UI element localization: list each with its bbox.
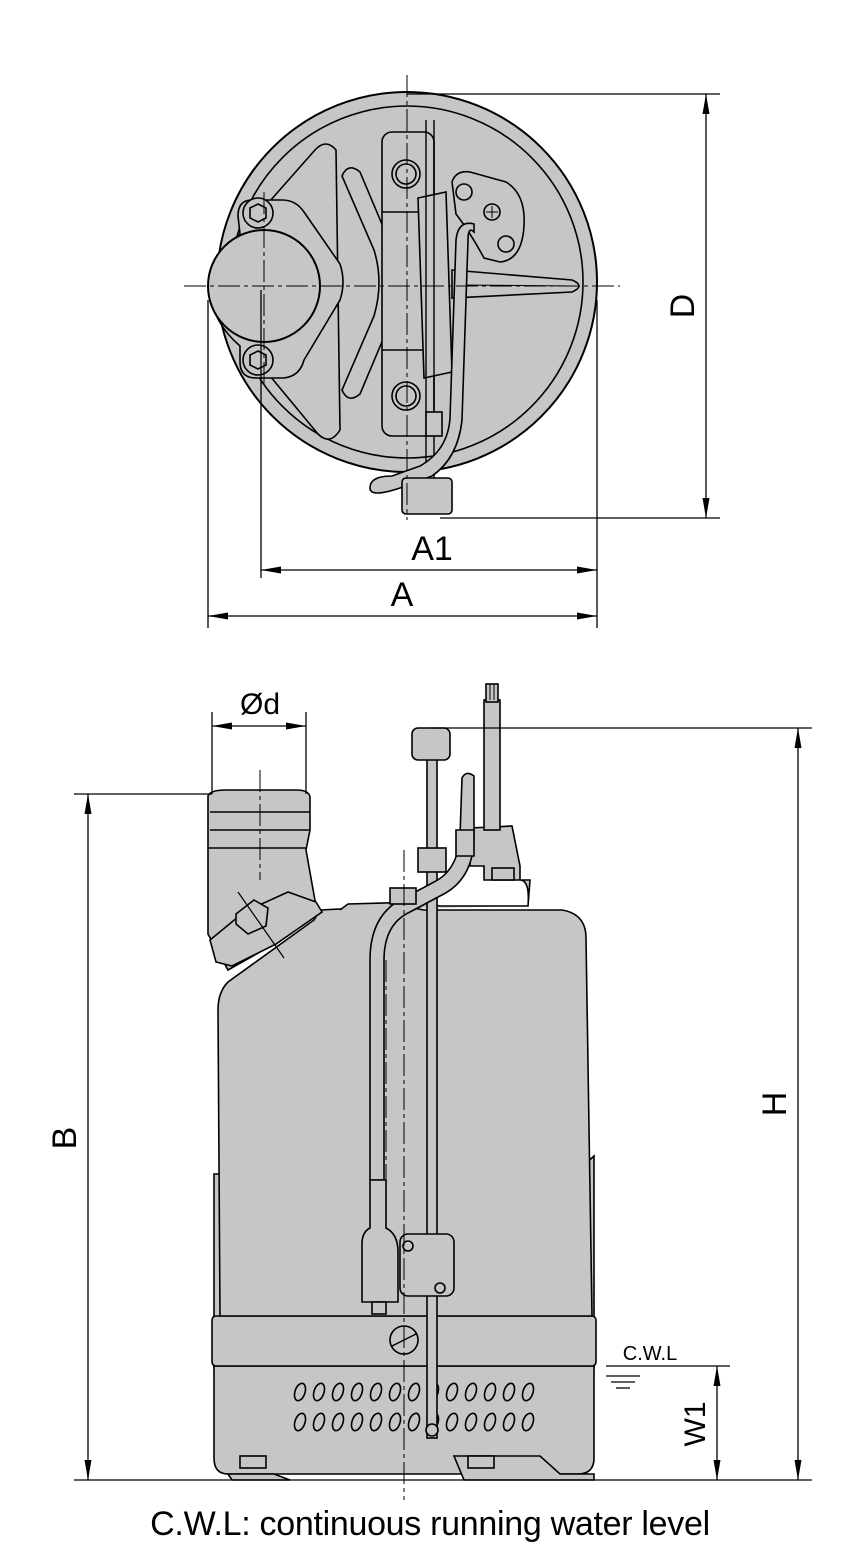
side-foot-left	[226, 1473, 291, 1481]
side-float-bottom	[425, 1423, 439, 1437]
side-connector-foot	[371, 1301, 387, 1315]
side-top-bolt	[491, 867, 515, 881]
dim-h-label: H	[756, 1092, 794, 1117]
top-clamp-hole	[497, 235, 515, 253]
side-view	[207, 683, 597, 1481]
side-cable-end	[485, 683, 499, 703]
top-bolt-hole-lower-inner	[395, 385, 417, 407]
top-float-arm	[417, 191, 453, 379]
side-foot-pad	[239, 1455, 267, 1469]
top-bottom-bracket	[401, 477, 453, 515]
top-outlet-bolt	[242, 344, 274, 376]
side-strainer-slots	[293, 1382, 535, 1432]
top-bolt-hole-upper-inner	[395, 163, 417, 185]
side-cable-stem	[483, 699, 501, 831]
top-v-rib-outer	[341, 167, 399, 399]
side-cable-tube	[369, 772, 475, 1181]
caption-note: C.W.L: continuous running water level	[150, 1505, 710, 1543]
side-cable-connector	[361, 1179, 399, 1303]
cwl-label: C.W.L	[623, 1343, 677, 1365]
dim-a1-label: A1	[411, 530, 453, 568]
side-top-cover	[339, 825, 531, 911]
side-foot-pad	[467, 1455, 495, 1469]
side-switch-screw	[402, 1240, 414, 1252]
side-view-dimensions	[74, 712, 812, 1481]
top-cable-clamp	[451, 170, 525, 263]
dim-b-label: B	[46, 1127, 84, 1150]
side-float-rod	[426, 729, 438, 1439]
dim-d-label: D	[664, 294, 702, 319]
side-rod-bracket	[417, 847, 447, 873]
dim-w1-label: W1	[679, 1402, 712, 1447]
top-outlet-bolt-hex	[249, 203, 267, 223]
side-top-bolt	[389, 887, 417, 905]
side-flange-bolt	[235, 899, 269, 935]
side-switch-screw	[434, 1282, 446, 1294]
side-flange-bolt-line	[237, 891, 285, 959]
top-outlet-bolt	[242, 197, 274, 229]
side-float-top	[411, 727, 451, 761]
top-bracket-nut	[425, 411, 443, 437]
dim-od-label: Ød	[240, 688, 280, 721]
top-clamp-screw	[483, 203, 501, 221]
top-outlet-bolt-hex	[249, 350, 267, 370]
side-center-lines	[259, 770, 405, 1500]
side-switch-box	[399, 1233, 455, 1297]
side-cable-bend	[455, 829, 475, 857]
dim-a-label: A	[391, 576, 414, 614]
top-view-dimensions	[207, 93, 720, 628]
top-center-lines	[184, 75, 620, 520]
top-right-rib	[451, 269, 580, 299]
top-power-cable	[369, 222, 475, 494]
top-clamp-hole	[455, 183, 473, 201]
top-view	[184, 75, 620, 520]
